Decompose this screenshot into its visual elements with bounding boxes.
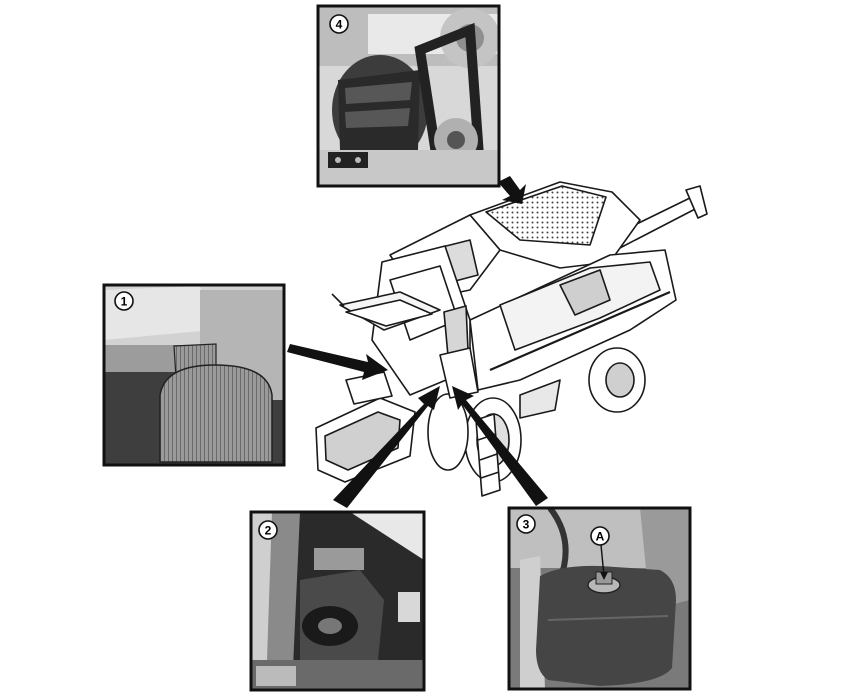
callout-label-2: 2 [265,524,272,538]
callout-badge-1 [114,291,134,311]
arrow-2 [333,386,440,508]
coolant-reservoir [536,565,676,686]
photo-inset-4: 4 [316,4,501,188]
pointer-arrows [287,176,548,508]
photo-inset-2: 2 [249,510,426,692]
annotation-badge-a [590,526,610,546]
callout-badge-2 [258,520,278,540]
callout-badge-4 [329,14,349,34]
operator-seat [159,364,273,463]
callout-label-4: 4 [336,18,343,32]
callout-label-3: 3 [523,518,530,532]
annotation-label-a: A [596,530,605,544]
annotation-leader [600,544,605,577]
arrow-4 [498,176,526,204]
photo-inset-1: 1 [102,283,286,467]
callout-badge-3 [516,514,536,534]
arrow-3 [452,386,548,506]
combine-harvester-drawing [315,181,708,497]
arrow-1 [287,344,388,380]
callout-label-1: 1 [121,295,128,309]
photo-inset-3: 3 A [507,506,692,691]
